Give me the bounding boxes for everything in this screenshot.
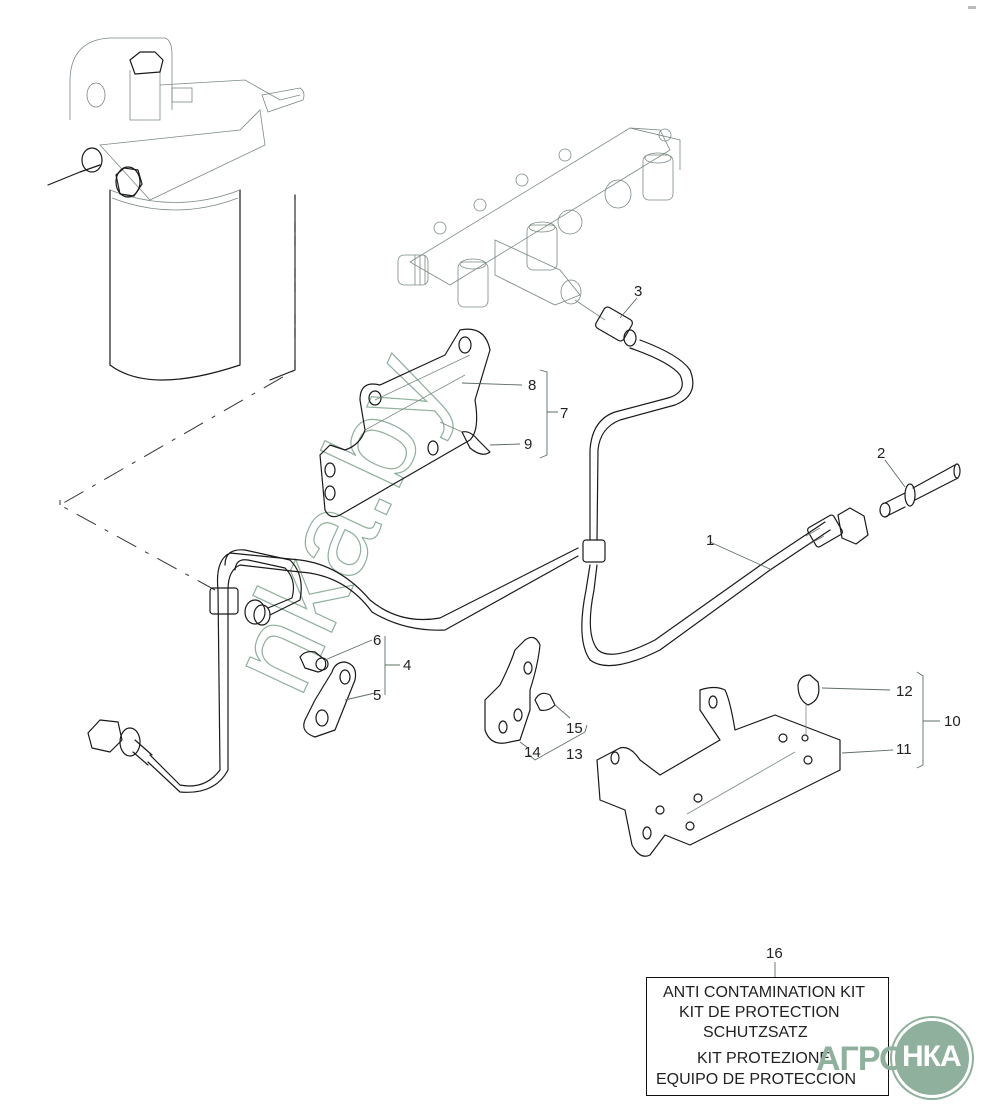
callout-1: 1: [706, 532, 714, 549]
logo-circle: [892, 1018, 972, 1098]
callout-5: 5: [373, 687, 381, 704]
fuel-filter: [47, 37, 305, 381]
rail-fitting-3: [574, 299, 637, 347]
kit-line-it: KIT PROTEZIONE: [697, 1050, 831, 1067]
bracket-4: [299, 650, 357, 738]
callout-8: 8: [528, 377, 536, 394]
callout-11: 11: [896, 741, 912, 758]
callout-15: 15: [566, 720, 583, 737]
common-rail: [397, 127, 681, 308]
callout-3: 3: [634, 283, 642, 300]
pipe-end-connector: [87, 719, 153, 766]
callout-13: 13: [566, 746, 583, 763]
kit-line-fr: KIT DE PROTECTION: [679, 1004, 840, 1021]
support-10: [596, 674, 841, 857]
callout-16: 16: [766, 945, 783, 962]
fuel-pipe-main: [147, 339, 831, 793]
kit-line-en: ANTI CONTAMINATION KIT: [663, 984, 866, 1001]
anti-contamination-kit-box: ANTI CONTAMINATION KIT KIT DE PROTECTION…: [646, 977, 889, 1096]
callout-10: 10: [944, 713, 961, 730]
center-lines: [58, 200, 296, 591]
pipe-1-connector: [805, 507, 869, 548]
callout-14: 14: [524, 744, 541, 761]
bracket-7: [319, 328, 491, 518]
callout-6: 6: [373, 632, 381, 649]
logo-text-right: НКА: [902, 1040, 962, 1073]
callout-7: 7: [560, 405, 568, 422]
quick-connector-2: [879, 463, 961, 518]
callouts: 1 2 3 4 5 6 7 8 9 10 11 12 13 14 15 16: [324, 283, 961, 977]
callout-12: 12: [896, 683, 913, 700]
callout-9: 9: [524, 436, 532, 453]
callout-4: 4: [403, 657, 411, 674]
callout-2: 2: [877, 445, 885, 462]
bracket-13: [484, 636, 556, 744]
corner-mark: [968, 6, 976, 9]
kit-line-de: SCHUTZSATZ: [703, 1024, 808, 1041]
logo-text-left: АГРО: [816, 1040, 906, 1078]
kit-line-es: EQUIPO DE PROTECCION: [656, 1071, 857, 1088]
